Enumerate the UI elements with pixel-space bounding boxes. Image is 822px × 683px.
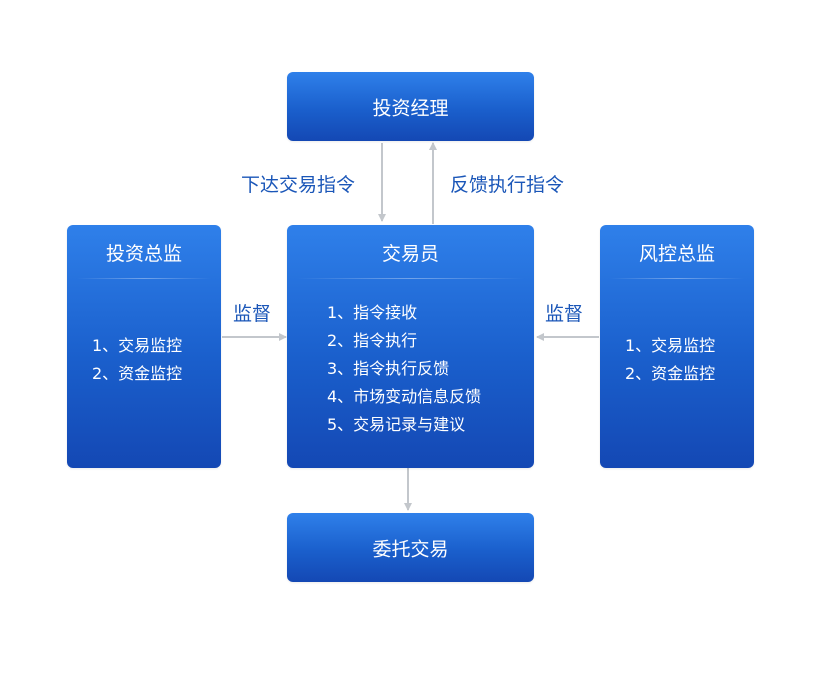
node-title: 投资总监	[105, 243, 182, 265]
inv-supervisor-duties-list: 1、交易监控 2、资金监控	[92, 332, 182, 388]
node-investment-supervisor: 投资总监 1、交易监控 2、资金监控	[67, 225, 221, 468]
node-title: 投资经理	[372, 97, 449, 119]
node-title: 交易员	[381, 243, 439, 265]
edge-label-supervise-left: 监督	[233, 303, 272, 325]
list-item: 2、资金监控	[92, 364, 183, 383]
edge-label-supervise-right: 监督	[545, 303, 584, 325]
edge-label-issue-order: 下达交易指令	[241, 174, 356, 196]
divider	[610, 278, 744, 279]
list-item: 3、指令执行反馈	[327, 359, 450, 378]
node-entrusted-trading: 委托交易	[287, 513, 534, 582]
list-item: 1、交易监控	[625, 336, 716, 355]
node-title: 风控总监	[638, 243, 715, 265]
divider	[297, 278, 524, 279]
list-item: 2、指令执行	[327, 331, 418, 350]
divider	[77, 278, 211, 279]
node-title: 委托交易	[372, 538, 449, 560]
risk-supervisor-duties-list: 1、交易监控 2、资金监控	[625, 332, 715, 388]
edge-label-feedback: 反馈执行指令	[450, 174, 565, 196]
list-item: 5、交易记录与建议	[327, 415, 466, 434]
list-item: 4、市场变动信息反馈	[327, 387, 482, 406]
trader-duties-list: 1、指令接收 2、指令执行 3、指令执行反馈 4、市场变动信息反馈 5、交易记录…	[327, 299, 481, 439]
list-item: 1、指令接收	[327, 303, 418, 322]
node-risk-supervisor: 风控总监 1、交易监控 2、资金监控	[600, 225, 754, 468]
list-item: 1、交易监控	[92, 336, 183, 355]
node-investment-manager: 投资经理	[287, 72, 534, 141]
list-item: 2、资金监控	[625, 364, 716, 383]
node-trader: 交易员 1、指令接收 2、指令执行 3、指令执行反馈 4、市场变动信息反馈 5、…	[287, 225, 534, 468]
